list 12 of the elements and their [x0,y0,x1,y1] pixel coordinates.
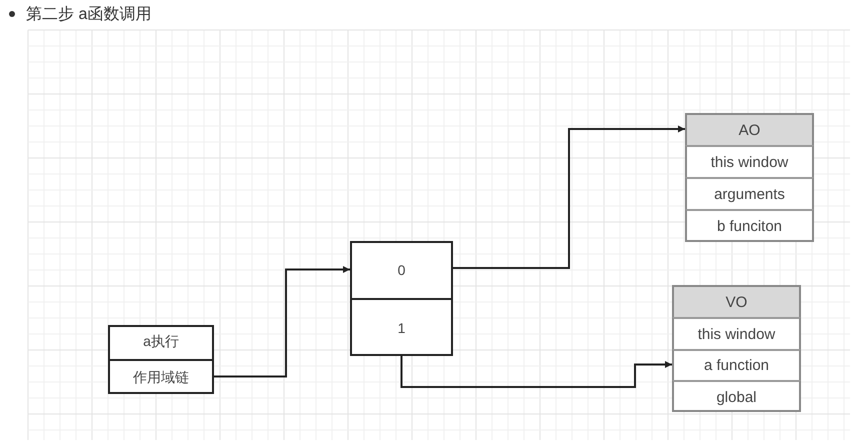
arrow [214,266,350,378]
table-box [108,325,214,394]
table-box [672,285,801,412]
table-row: a执行 [108,325,214,359]
arrow [400,356,672,388]
table-header: AO [685,113,814,145]
table-row: 0 [350,241,453,298]
title: 第二步 a函数调用 [26,4,152,25]
table-header: VO [672,285,801,317]
table-box [685,113,814,242]
table-box [350,241,453,356]
arrow [453,126,685,269]
